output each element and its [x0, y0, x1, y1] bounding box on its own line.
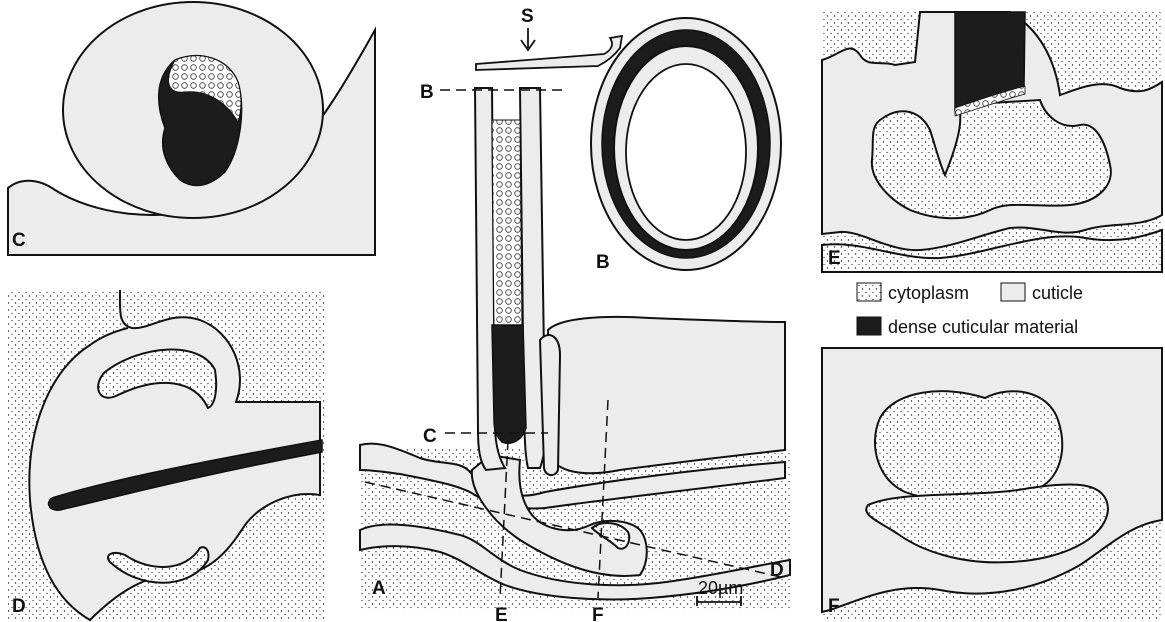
- scale-bar-label: 20µm: [698, 578, 743, 598]
- s-arrow: [521, 28, 535, 50]
- mark-f: F: [592, 605, 604, 622]
- panel-f-upper-cytoplasm: [875, 391, 1062, 501]
- panel-b-label: B: [596, 252, 610, 273]
- panel-b-stalk: [476, 36, 622, 70]
- panel-f: F: [822, 348, 1162, 620]
- panel-c: C: [8, 2, 375, 255]
- panel-e-label: E: [828, 248, 841, 269]
- panel-b-lumen: [626, 64, 746, 240]
- legend-cytoplasm-text: cytoplasm: [888, 283, 969, 303]
- legend-cuticle-text: cuticle: [1032, 283, 1083, 303]
- mark-d: D: [770, 560, 784, 581]
- panel-a-label: A: [372, 578, 386, 599]
- panel-f-label: F: [828, 596, 840, 617]
- legend-cytoplasm-swatch: [857, 283, 881, 301]
- legend-dense-text: dense cuticular material: [888, 317, 1078, 337]
- mark-b: B: [420, 82, 434, 103]
- panel-d: D: [8, 290, 326, 620]
- panel-a-dendrite: [540, 335, 560, 475]
- panel-c-label: C: [12, 230, 26, 251]
- panel-a-shaft-lumen: [492, 120, 522, 330]
- mark-s: S: [521, 6, 534, 27]
- legend-dense-swatch: [857, 317, 881, 335]
- mark-c: C: [423, 426, 437, 447]
- panel-a-shaft-dense-plug: [492, 325, 526, 443]
- legend: cytoplasm cuticle dense cuticular materi…: [857, 283, 1083, 337]
- panel-d-label: D: [12, 596, 26, 617]
- panel-e: E: [822, 10, 1162, 272]
- legend-cuticle-swatch: [1001, 283, 1025, 301]
- mark-e: E: [495, 605, 508, 622]
- panel-a-cuticle-block: [548, 317, 785, 473]
